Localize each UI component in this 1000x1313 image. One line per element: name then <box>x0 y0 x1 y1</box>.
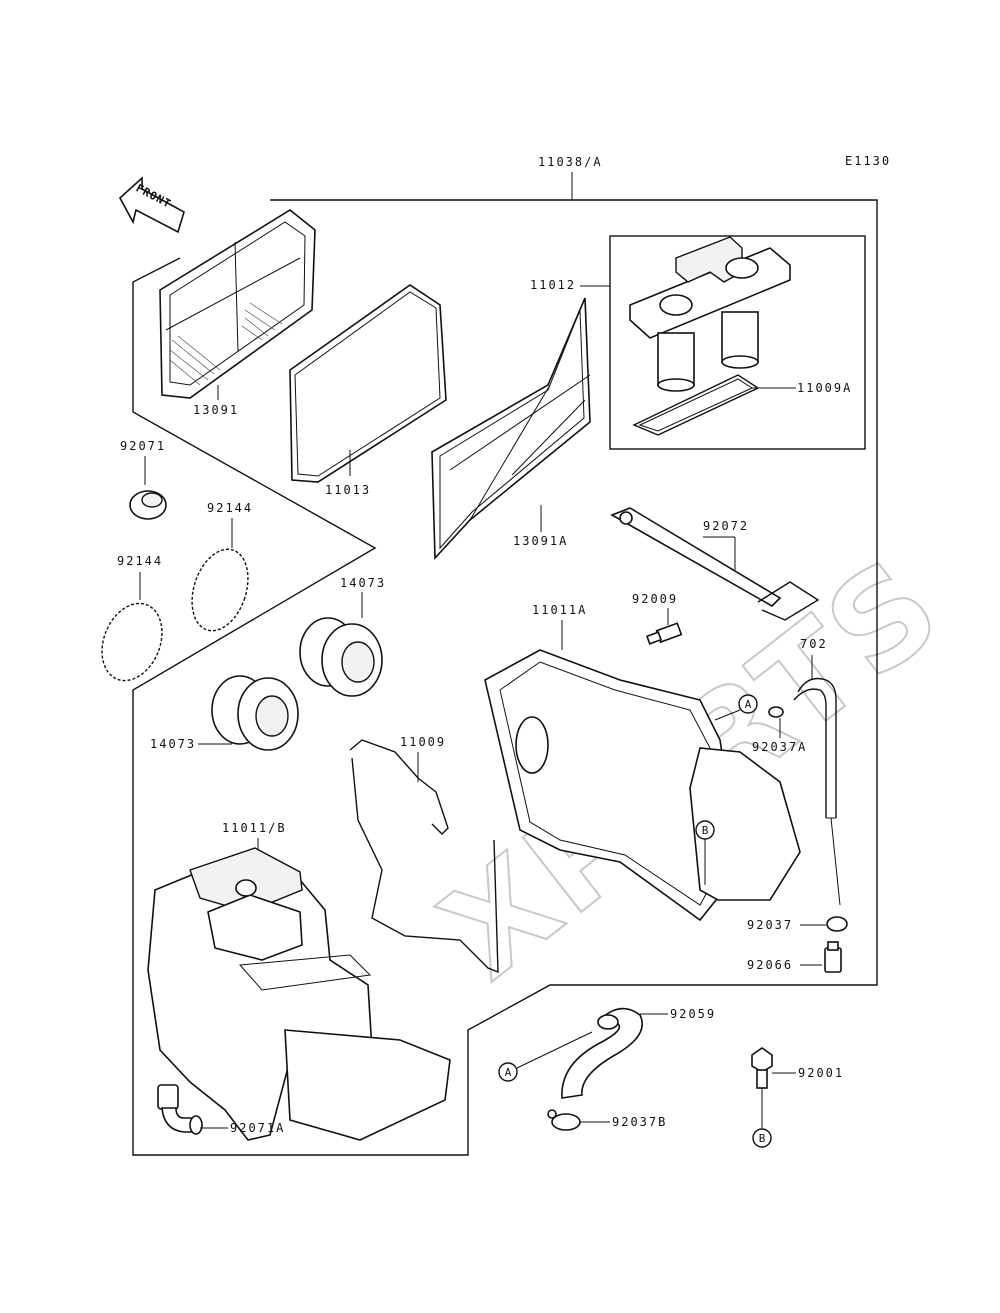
case-11011b <box>147 847 451 1141</box>
label-92037b[interactable]: 92037B <box>612 1115 667 1129</box>
marker-a-upper <box>738 694 758 714</box>
label-14073-lower[interactable]: 14073 <box>150 737 196 751</box>
label-92009[interactable]: 92009 <box>632 592 678 606</box>
label-92071a[interactable]: 92071A <box>230 1121 285 1135</box>
label-92072[interactable]: 92072 <box>703 519 749 533</box>
label-92066[interactable]: 92066 <box>747 958 793 972</box>
label-92071[interactable]: 92071 <box>120 439 166 453</box>
bracket-92072 <box>610 507 820 621</box>
front-arrow-icon: FRONT <box>118 176 185 234</box>
gasket-11009a <box>632 374 760 436</box>
main-group-outline <box>132 199 878 1156</box>
duct-11012 <box>629 236 791 392</box>
label-11013[interactable]: 11013 <box>325 483 371 497</box>
duct-14073-upper <box>299 617 383 697</box>
label-92059[interactable]: 92059 <box>670 1007 716 1021</box>
grommet-92071 <box>129 490 167 520</box>
elbow-92071a <box>157 1084 203 1135</box>
marker-a-lower <box>498 1062 518 1082</box>
label-11012[interactable]: 11012 <box>530 278 576 292</box>
leader-a-lower <box>516 1031 593 1069</box>
label-92144-upper[interactable]: 92144 <box>207 501 253 515</box>
clip-92037b <box>551 1113 581 1131</box>
label-702[interactable]: 702 <box>800 637 828 651</box>
hose-92059 <box>561 1007 643 1099</box>
leader-a-upper <box>714 709 741 721</box>
label-11009[interactable]: 11009 <box>400 735 446 749</box>
clamp-92144-lower <box>101 602 163 682</box>
label-92144-lower[interactable]: 92144 <box>117 554 163 568</box>
label-13091[interactable]: 13091 <box>193 403 239 417</box>
wire-11009-loop <box>351 757 499 974</box>
label-92037a[interactable]: 92037A <box>752 740 807 754</box>
label-14073-upper[interactable]: 14073 <box>340 576 386 590</box>
label-11011a[interactable]: 11011A <box>532 603 587 617</box>
wire-11009-top <box>349 739 449 835</box>
fitting-92066 <box>824 941 842 973</box>
marker-a-lower-label: A <box>505 1066 512 1079</box>
clip-92037b-tab <box>547 1109 557 1119</box>
subgroup-box-11012 <box>609 235 866 450</box>
bolt-92001 <box>751 1047 773 1089</box>
clip-92037a <box>768 706 784 718</box>
clamp-92144-upper <box>191 548 249 632</box>
marker-b-upper-label: B <box>702 824 709 837</box>
filter-cage-13091a <box>431 297 591 560</box>
duct-14073-lower <box>211 675 299 751</box>
diagram-code: E1130 <box>845 154 891 168</box>
case-11011a <box>484 649 801 922</box>
label-92001[interactable]: 92001 <box>798 1066 844 1080</box>
clip-92037 <box>826 916 848 932</box>
marker-b-lower-label: B <box>759 1132 766 1145</box>
bolt-92009 <box>645 622 683 645</box>
foam-element-11013 <box>289 284 447 483</box>
marker-b-lower <box>752 1128 772 1148</box>
label-92037[interactable]: 92037 <box>747 918 793 932</box>
label-11038a[interactable]: 11038/A <box>538 155 603 169</box>
label-13091a[interactable]: 13091A <box>513 534 568 548</box>
label-11009a[interactable]: 11009A <box>797 381 852 395</box>
label-11011b[interactable]: 11011/B <box>222 821 287 835</box>
marker-a-upper-label: A <box>745 698 752 711</box>
leader-702-drop <box>830 817 841 906</box>
filter-frame-13091 <box>159 209 316 399</box>
